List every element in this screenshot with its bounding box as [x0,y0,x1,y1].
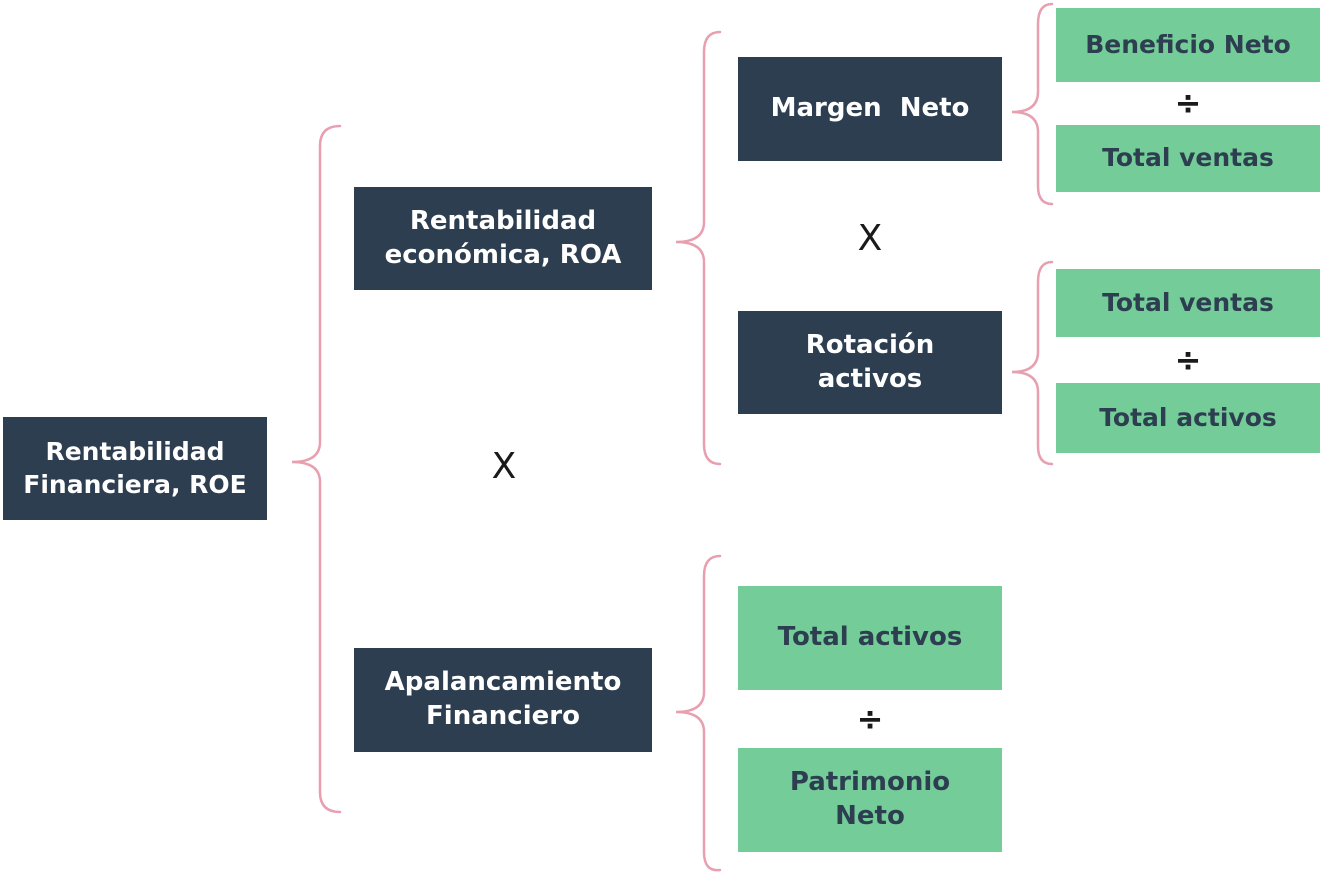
total-assets-label-1: Total activos [1099,402,1277,432]
margin-box: Margen Neto [738,57,1002,161]
total-sales-label-2: Total ventas [1102,287,1274,317]
multiply-main-operator: X [491,446,517,487]
total-assets-label-2: Total activos [777,622,963,653]
brace-margin [1011,2,1054,206]
brace-main [291,124,342,814]
roe-line1: Rentabilidad [45,437,225,466]
net-profit-box: Beneficio Neto [1056,8,1320,82]
leverage-line2: Financiero [426,701,580,731]
brace-leverage [675,554,722,872]
net-profit-label: Beneficio Neto [1085,29,1291,59]
multiply-roa-operator: X [857,218,883,259]
total-assets-box-1: Total activos [1056,383,1320,453]
brace-roa [675,30,722,466]
roa-box: Rentabilidad económica, ROA [354,187,652,290]
total-sales-label-1: Total ventas [1102,143,1274,173]
roa-line1: Rentabilidad [409,205,597,236]
leverage-line1: Apalancamiento [384,667,622,698]
divide-rotation-operator: ÷ [1174,341,1202,379]
total-assets-box-2: Total activos [738,586,1002,690]
divide-leverage-operator: ÷ [856,700,884,738]
total-sales-box-1: Total ventas [1056,125,1320,192]
roe-line2: Financiera, ROE [23,469,247,499]
margin-label: Margen Neto [770,93,970,124]
leverage-box: Apalancamiento Financiero [354,648,652,752]
rotation-line2: activos [817,363,923,394]
equity-box: Patrimonio Neto [738,748,1002,852]
rotation-line1: Rotación [805,329,935,360]
equity-line1: Patrimonio [789,767,951,798]
divide-margin-operator: ÷ [1174,84,1202,122]
equity-line2: Neto [835,801,905,831]
rotation-box: Rotación activos [738,311,1002,414]
roe-box: Rentabilidad Financiera, ROE [3,417,267,520]
roa-line2: económica, ROA [384,239,622,270]
total-sales-box-2: Total ventas [1056,269,1320,337]
brace-rotation [1011,260,1054,466]
